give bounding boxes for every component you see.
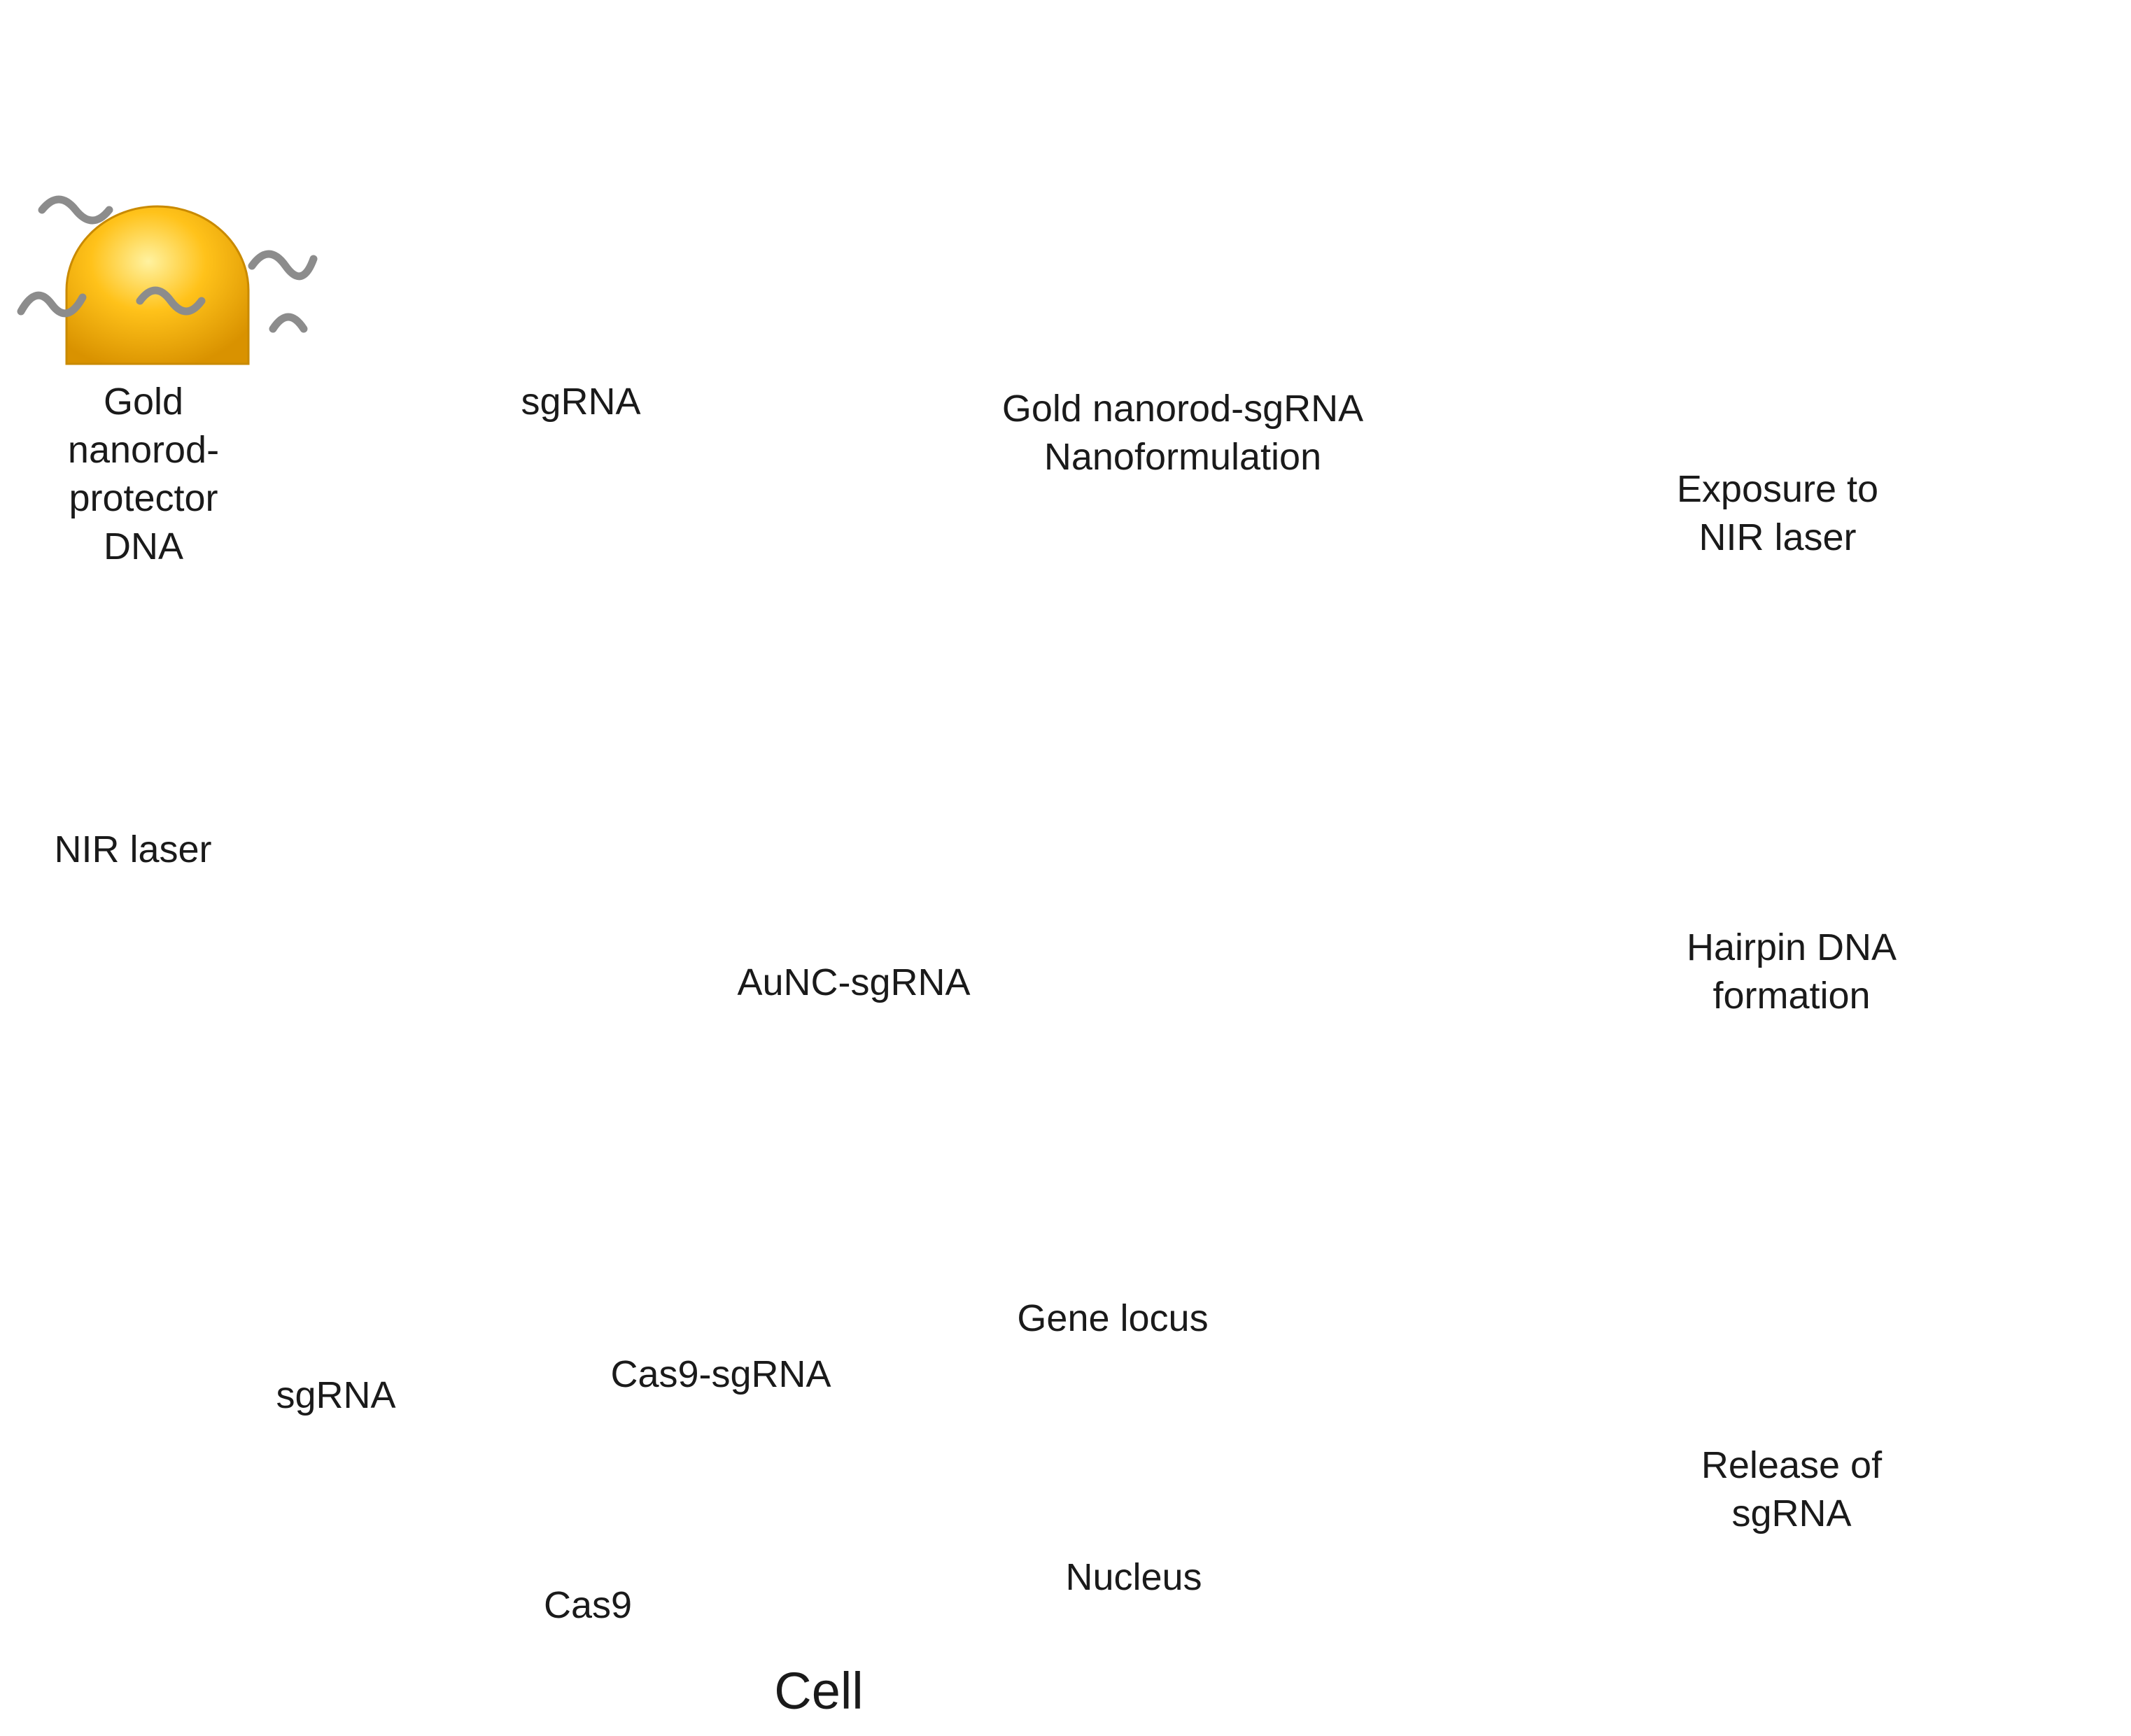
label-cas9: Cas9	[543, 1584, 633, 1626]
gold-nanorod-protector-dna	[17, 195, 318, 365]
label-cell: Cell	[774, 1662, 864, 1720]
label-line: Gold nanorod-sgRNA	[1001, 388, 1364, 430]
label-hairpin-dna: Hairpin DNA formation	[1638, 924, 1946, 1020]
label-line: Release of	[1701, 1444, 1883, 1486]
label-sgrna-top: sgRNA	[521, 381, 641, 423]
label-gene-locus: Gene locus	[1017, 1297, 1209, 1339]
label-nanoformulation: Gold nanorod-sgRNA Nanoformulation	[952, 385, 1414, 481]
label-nucleus: Nucleus	[1065, 1556, 1202, 1598]
label-line: formation	[1712, 975, 1871, 1017]
gold-nanorod-cap	[65, 205, 250, 365]
label-line: Hairpin DNA	[1686, 926, 1897, 968]
label-line: Nanoformulation	[1043, 436, 1322, 479]
dna-helix-icon	[17, 195, 318, 333]
label-line: Exposure to	[1676, 468, 1879, 510]
label-release-sgrna: Release of sgRNA	[1652, 1441, 1932, 1538]
label-line: protector DNA	[69, 477, 218, 568]
label-line: Gold nanorod-	[67, 381, 220, 472]
label-sgrna-cell: sgRNA	[276, 1374, 396, 1416]
label-aunc-sgrna: AuNC-sgRNA	[737, 961, 971, 1003]
label-cas9-sgrna: Cas9-sgRNA	[610, 1353, 831, 1395]
label-exposure-nir: Exposure to NIR laser	[1638, 465, 1918, 562]
label-gold-nanorod-protector: Gold nanorod- protector DNA	[28, 378, 259, 571]
label-nir-laser: NIR laser	[54, 828, 212, 870]
label-line: sgRNA	[1731, 1492, 1852, 1535]
label-line: NIR laser	[1699, 516, 1857, 559]
